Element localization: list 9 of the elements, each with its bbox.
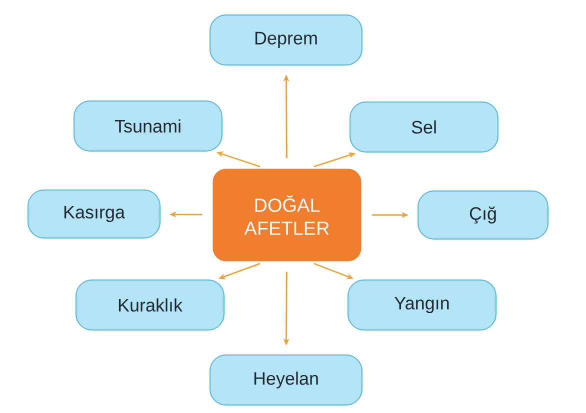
center-box: DOĞAL AFETLER [211, 167, 363, 263]
topic-box: Tsunami [74, 100, 222, 152]
topic-box: Kuraklık [76, 280, 224, 330]
topic-box: Kasırga [28, 190, 160, 238]
topic-box: Heyelan [210, 354, 362, 406]
topic-box: Deprem [210, 14, 362, 66]
topic-box: Yangın [348, 280, 496, 330]
topic-box: Çığ [418, 190, 548, 240]
topic-box: Sel [350, 102, 498, 152]
